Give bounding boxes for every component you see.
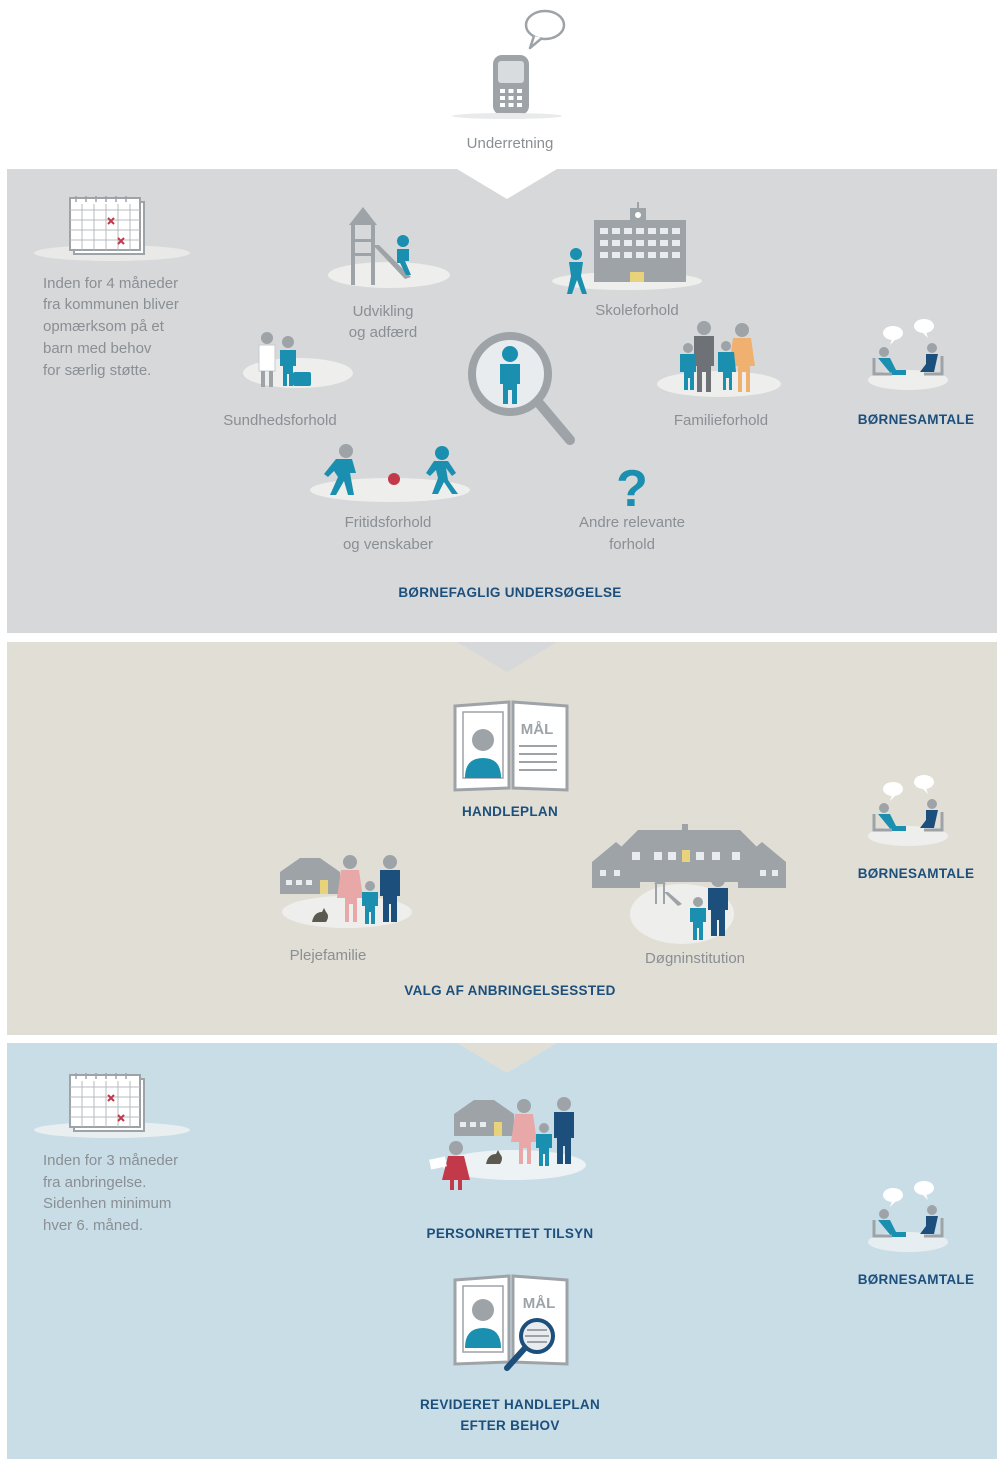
school-icon xyxy=(567,202,686,294)
handleplan-label: HANDLEPLAN xyxy=(462,804,558,819)
plan-word: MÅL xyxy=(523,1295,556,1312)
note-line: opmærksom på et xyxy=(43,318,164,335)
notch xyxy=(457,1043,557,1073)
calendar-icon xyxy=(69,196,145,255)
tilsyn-label: PERSONRETTET TILSYN xyxy=(426,1226,594,1241)
note-line: fra kommunen bliver xyxy=(43,296,179,313)
note-line: hver 6. måned. xyxy=(43,1217,144,1234)
playground-icon xyxy=(349,207,411,285)
family-icon xyxy=(680,321,755,392)
fritid-label: og venskaber xyxy=(342,536,434,553)
note-line: Inden for 3 måneder xyxy=(43,1152,179,1169)
andre-label: Andre relevante xyxy=(579,514,685,531)
bornesamtale-label: BØRNESAMTALE xyxy=(857,1272,975,1287)
notch xyxy=(457,642,557,672)
question-icon: ? xyxy=(616,460,648,518)
note-line: Sidenhen minimum xyxy=(43,1195,172,1212)
leisure-icon xyxy=(324,444,458,495)
section-title: BØRNEFAGLIG UNDERSØGELSE xyxy=(398,585,622,600)
notch xyxy=(457,169,557,199)
sundhedsforhold-label: Sundhedsforhold xyxy=(223,412,337,429)
conversation-icon xyxy=(868,775,948,846)
supervision-icon xyxy=(429,1097,574,1190)
note-line: for særlig støtte. xyxy=(43,362,152,379)
note-line: fra anbringelse. xyxy=(43,1174,147,1191)
skoleforhold-label: Skoleforhold xyxy=(595,302,679,319)
handleplan-book-icon: MÅL xyxy=(453,700,569,792)
speech-bubble-icon xyxy=(524,9,566,50)
note-line: Inden for 4 måneder xyxy=(43,275,179,292)
bornesamtale-label: BØRNESAMTALE xyxy=(857,866,975,881)
institution-icon xyxy=(592,824,786,944)
udvikling-label: Udvikling xyxy=(352,303,414,320)
magnifier-icon xyxy=(468,332,575,445)
doctor-icon xyxy=(258,332,311,387)
phone-icon xyxy=(493,55,529,115)
revideret-label: REVIDERET HANDLEPLAN xyxy=(419,1397,600,1412)
familieforhold-label: Familieforhold xyxy=(673,412,769,429)
conversation-icon xyxy=(868,319,948,390)
revised-plan-icon: MÅL xyxy=(453,1274,569,1371)
section-title: VALG AF ANBRINGELSESSTED xyxy=(404,983,616,998)
bornesamtale-label: BØRNESAMTALE xyxy=(857,412,975,427)
conversation-icon xyxy=(868,1181,948,1252)
dogninstitution-label: Døgninstitution xyxy=(644,950,746,967)
udvikling-label: og adfærd xyxy=(348,324,418,341)
foster-family-icon xyxy=(280,855,400,924)
svg-text:?: ? xyxy=(616,460,648,518)
calendar-icon xyxy=(69,1073,145,1132)
underretning-label: Underretning xyxy=(466,135,554,152)
andre-label: forhold xyxy=(609,536,655,553)
revideret-label: EFTER BEHOV xyxy=(460,1418,560,1433)
plan-word: MÅL xyxy=(521,721,554,738)
fritid-label: Fritidsforhold xyxy=(344,514,432,531)
plejefamilie-label: Plejefamilie xyxy=(289,947,367,964)
note-line: barn med behov xyxy=(43,340,152,357)
